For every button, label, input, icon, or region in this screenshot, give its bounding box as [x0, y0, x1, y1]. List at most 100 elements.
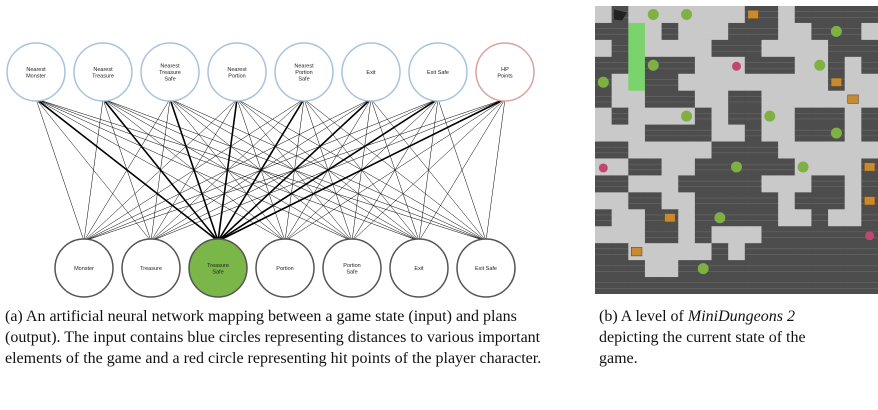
- network-edge: [150, 98, 506, 242]
- wall-tile: [811, 6, 829, 24]
- floor-tile: [628, 90, 646, 109]
- wall-tile: [778, 260, 796, 278]
- wall-tile: [644, 158, 663, 176]
- monster-sprite: [714, 212, 726, 224]
- wall-tile: [661, 226, 679, 244]
- input-node-label: Portion: [295, 70, 312, 76]
- wall-tile: [744, 90, 762, 109]
- floor-tile: [828, 141, 846, 159]
- floor-tile: [711, 226, 729, 244]
- caption-b-line-1: (b) A level of MiniDungeons 2: [599, 306, 878, 327]
- floor-tile: [694, 56, 713, 75]
- floor-tile: [761, 124, 779, 143]
- output-node-label: Treasure: [140, 266, 162, 272]
- monster-sprite: [681, 110, 693, 122]
- wall-tile: [811, 192, 829, 210]
- floor-tile: [711, 22, 729, 41]
- network-edge: [83, 98, 439, 242]
- monster-sprite: [764, 110, 776, 122]
- treasure-sprite: [747, 9, 759, 20]
- floor-tile: [628, 175, 646, 193]
- wall-tile: [694, 124, 713, 143]
- wall-tile: [628, 260, 646, 278]
- wall-tile: [744, 277, 762, 294]
- wall-tile: [778, 226, 796, 244]
- floor-tile: [644, 22, 663, 41]
- wall-tile: [595, 90, 613, 109]
- floor-tile: [644, 175, 663, 193]
- floor-tile: [661, 107, 679, 126]
- wall-tile: [678, 56, 696, 75]
- output-node-circle: [456, 238, 516, 298]
- wall-tile: [611, 141, 629, 159]
- floor-tile: [678, 22, 696, 41]
- input-node: Exit Safe: [408, 42, 468, 102]
- floor-tile: [678, 39, 696, 58]
- network-edge: [217, 98, 506, 242]
- wall-tile: [644, 124, 663, 143]
- floor-tile: [678, 243, 696, 261]
- wall-tile: [694, 277, 713, 294]
- network-edge: [83, 98, 171, 242]
- caption-b-title: MiniDungeons 2: [687, 308, 795, 325]
- caption-b-prefix: A level of: [620, 308, 684, 325]
- floor-tile: [778, 107, 796, 126]
- wall-tile: [661, 73, 679, 92]
- wall-tile: [761, 226, 779, 244]
- input-node-label: Safe: [164, 77, 175, 83]
- caption-a-text: An artificial neural network mapping bet…: [5, 308, 542, 367]
- wall-tile: [661, 90, 679, 109]
- wall-tile: [694, 158, 713, 176]
- floor-tile: [661, 175, 679, 193]
- floor-tile: [628, 6, 646, 24]
- wall-tile: [828, 243, 846, 261]
- treasure-sprite: [630, 247, 643, 257]
- floor-tile: [661, 260, 679, 278]
- floor-tile: [595, 39, 613, 58]
- treasure-sprite: [664, 213, 676, 223]
- floor-tile: [794, 90, 812, 109]
- wall-tile: [678, 90, 696, 109]
- floor-tile: [595, 107, 613, 126]
- wall-tile: [611, 277, 629, 294]
- treasure-sprite: [864, 162, 876, 172]
- wall-tile: [828, 56, 846, 75]
- output-node: Monster: [54, 238, 114, 298]
- wall-tile: [744, 56, 762, 75]
- wall-tile: [595, 277, 613, 294]
- wall-tile: [761, 158, 779, 176]
- monster-sprite: [647, 8, 659, 20]
- wall-tile: [861, 56, 878, 75]
- network-edge: [418, 98, 506, 242]
- wall-tile: [794, 107, 812, 126]
- wall-tile: [761, 192, 779, 210]
- wall-tile: [794, 226, 812, 244]
- floor-tile: [711, 6, 729, 24]
- wall-tile: [861, 277, 878, 294]
- input-node-label: Safe: [298, 77, 309, 83]
- floor-tile: [761, 73, 779, 92]
- wall-tile: [644, 192, 663, 210]
- floor-tile: [628, 107, 646, 126]
- treasure-sprite: [830, 77, 843, 87]
- wall-tile: [794, 6, 812, 24]
- wall-tile: [811, 260, 829, 278]
- floor-tile: [611, 124, 629, 143]
- caption-b: (b) A level of MiniDungeons 2 depicting …: [599, 306, 878, 369]
- wall-tile: [744, 192, 762, 210]
- wall-tile: [728, 209, 746, 227]
- floor-tile: [678, 226, 696, 244]
- wall-tile: [794, 124, 812, 143]
- wall-tile: [811, 107, 829, 126]
- output-node-label: Safe: [346, 269, 357, 275]
- wall-tile: [844, 226, 862, 244]
- floor-tile: [711, 73, 729, 92]
- floor-tile: [861, 22, 878, 41]
- floor-tile: [694, 141, 713, 159]
- floor-tile: [661, 39, 679, 58]
- wall-tile: [661, 124, 679, 143]
- wall-tile: [711, 158, 729, 176]
- floor-tile: [661, 6, 679, 24]
- monster-sprite: [731, 161, 742, 173]
